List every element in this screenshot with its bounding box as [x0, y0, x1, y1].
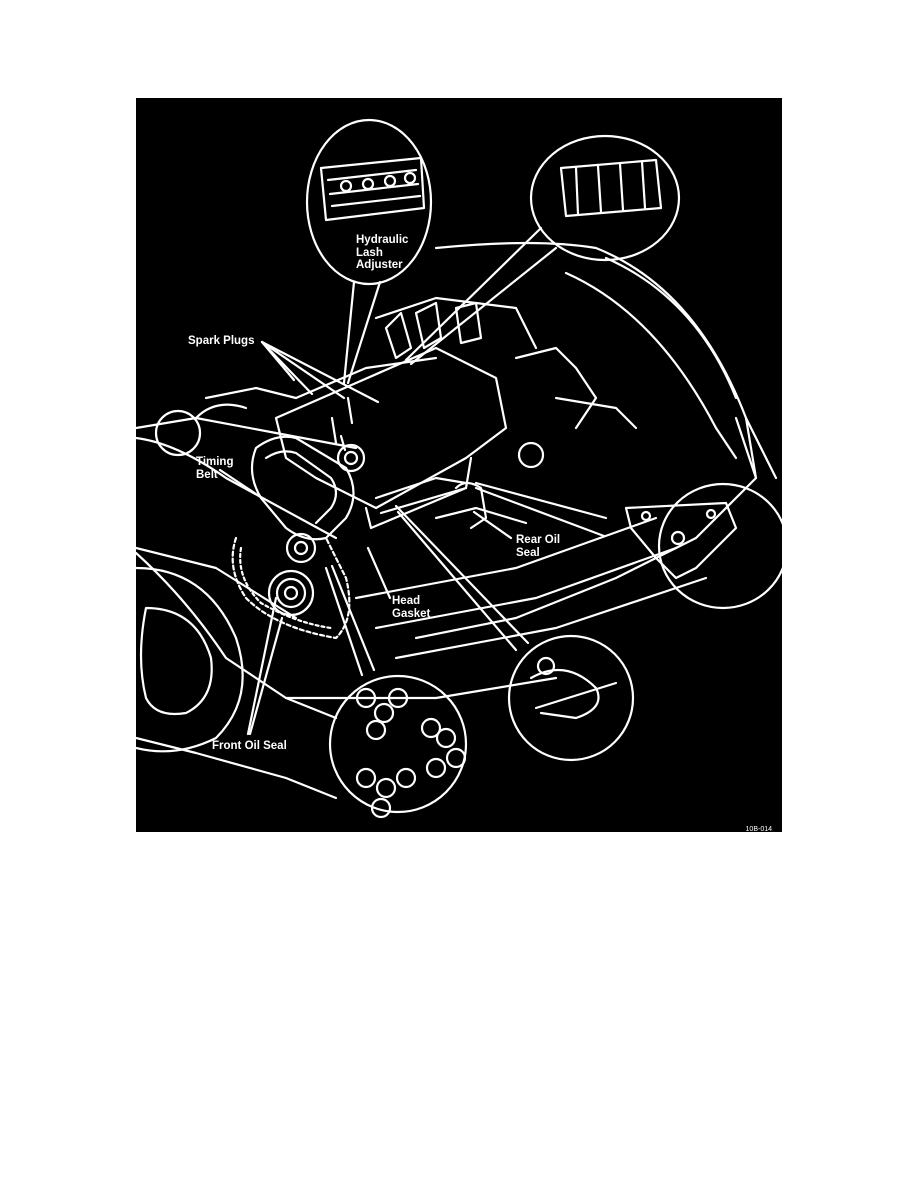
hydraulic-lash-adjuster-label: Hydraulic Lash Adjuster: [356, 234, 409, 271]
engine-illustration: [136, 118, 782, 819]
rear-oil-seal-label: Rear Oil Seal: [516, 534, 561, 559]
head-gasket-label: Head Gasket: [392, 595, 431, 620]
front-oil-seal-label: Front Oil Seal: [212, 740, 287, 752]
timing-belt-label: Timing Belt: [196, 456, 234, 481]
spark-plugs-label: Spark Plugs: [188, 335, 255, 347]
engine-diagram: Hydraulic Lash Adjuster Spark Plugs Timi…: [136, 98, 782, 832]
figure-id: 10B-014: [745, 826, 772, 832]
